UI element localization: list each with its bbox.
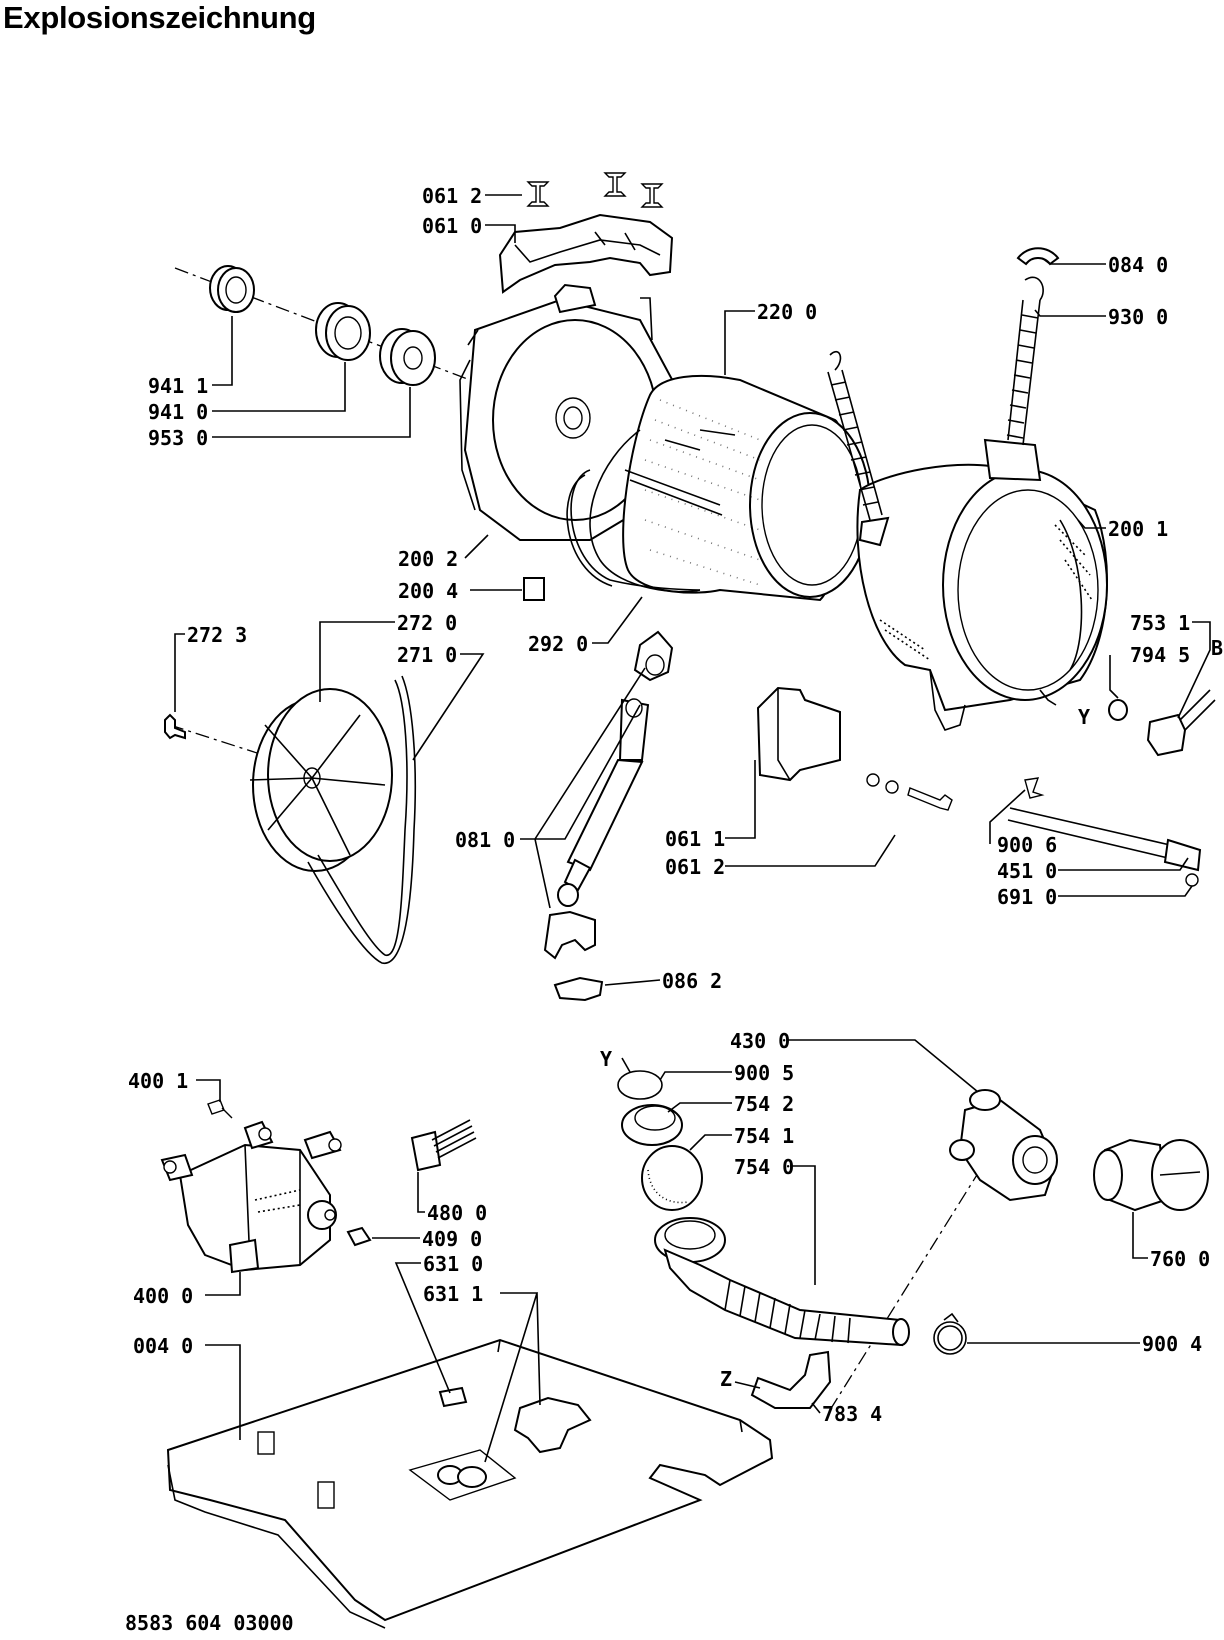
drain-hose-754-0 xyxy=(654,1217,910,1347)
pin-400-1 xyxy=(207,1099,233,1119)
callout-480-0: 480 0 xyxy=(427,1201,487,1225)
callout-Y-lower: Y xyxy=(600,1047,612,1071)
clamp-900-4 xyxy=(933,1312,967,1355)
shock-absorber xyxy=(557,630,674,907)
callout-084-0: 084 0 xyxy=(1108,253,1168,277)
filter-760-0 xyxy=(1093,1138,1209,1212)
spring-930-0-left xyxy=(827,350,890,547)
spring-930-0-right xyxy=(1006,276,1044,446)
clip-086-2 xyxy=(553,976,604,1002)
callout-271-0: 271 0 xyxy=(397,643,457,667)
part-794-5 xyxy=(1108,699,1128,721)
wire-harness-480-0 xyxy=(410,1119,477,1172)
leader-lines xyxy=(174,194,1211,1463)
heater-element xyxy=(1007,807,1202,872)
seal-953-0 xyxy=(379,328,436,386)
hook-084-0 xyxy=(1016,247,1060,266)
clip-200-4 xyxy=(523,577,545,601)
callout-794-5: 794 5 xyxy=(1130,643,1190,667)
part-631-1 xyxy=(513,1396,592,1454)
part-631-0 xyxy=(438,1386,468,1408)
document-number: 8583 604 03000 xyxy=(125,1611,294,1635)
shock-absorber-bracket xyxy=(543,910,596,960)
callout-900-4: 900 4 xyxy=(1142,1332,1202,1356)
callout-004-0: 004 0 xyxy=(133,1334,193,1358)
clamp-900-6 xyxy=(1024,777,1045,799)
callout-783-4: 783 4 xyxy=(822,1402,882,1426)
hose-783-4 xyxy=(750,1350,832,1409)
pump-axis-line xyxy=(829,1129,1006,1411)
ntc-sensor xyxy=(1185,873,1199,887)
callout-941-1: 941 1 xyxy=(148,374,208,398)
callout-400-0: 400 0 xyxy=(133,1284,193,1308)
callout-272-0: 272 0 xyxy=(397,611,457,635)
counterweight-top xyxy=(498,213,674,294)
callout-061-2-side: 061 2 xyxy=(665,855,725,879)
callout-430-0: 430 0 xyxy=(730,1029,790,1053)
tub-seal-ring xyxy=(566,469,701,591)
counterweight-side xyxy=(756,686,841,782)
callout-754-0: 754 0 xyxy=(734,1155,794,1179)
callout-451-0: 451 0 xyxy=(997,859,1057,883)
bearing-941-1 xyxy=(209,265,255,313)
callout-200-2: 200 2 xyxy=(398,547,458,571)
callout-061-1: 061 1 xyxy=(665,827,725,851)
drive-belt xyxy=(307,675,417,964)
callout-272-3: 272 3 xyxy=(187,623,247,647)
part-754-2 xyxy=(621,1104,683,1146)
pressure-switch-bracket xyxy=(1146,689,1216,757)
callout-760-0: 760 0 xyxy=(1150,1247,1210,1271)
callout-754-2: 754 2 xyxy=(734,1092,794,1116)
callout-400-1: 400 1 xyxy=(128,1069,188,1093)
callout-Z: Z xyxy=(720,1367,732,1391)
callout-900-5: 900 5 xyxy=(734,1061,794,1085)
callout-753-1: 753 1 xyxy=(1130,611,1190,635)
pulley xyxy=(249,688,393,872)
callout-941-0: 941 0 xyxy=(148,400,208,424)
callout-409-0: 409 0 xyxy=(422,1227,482,1251)
callout-631-0: 631 0 xyxy=(423,1252,483,1276)
callout-292-0: 292 0 xyxy=(528,632,588,656)
callout-081-0: 081 0 xyxy=(455,828,515,852)
pulley-axis-line xyxy=(169,724,311,771)
screw-272-3 xyxy=(164,713,186,740)
callout-220-0: 220 0 xyxy=(757,300,817,324)
page-title: Explosionszeichnung xyxy=(3,0,316,35)
drain-pump xyxy=(949,1089,1058,1202)
bolts-top xyxy=(526,172,664,208)
callout-754-1: 754 1 xyxy=(734,1124,794,1148)
callout-631-1: 631 1 xyxy=(423,1282,483,1306)
ring-900-5 xyxy=(617,1070,663,1100)
callout-930-0: 930 0 xyxy=(1108,305,1168,329)
callout-691-0: 691 0 xyxy=(997,885,1057,909)
callout-200-1: 200 1 xyxy=(1108,517,1168,541)
callout-Y-upper: Y xyxy=(1078,705,1090,729)
front-tub-half xyxy=(856,438,1108,731)
callout-labels: 061 2 061 0 084 0 220 0 930 0 941 1 941 … xyxy=(125,184,1223,1635)
callout-061-0: 061 0 xyxy=(422,214,482,238)
bearing-941-0 xyxy=(315,302,371,361)
bolt-set-061-2 xyxy=(866,773,953,811)
base-plate xyxy=(166,1338,774,1629)
callout-061-2-top: 061 2 xyxy=(422,184,482,208)
callout-200-4: 200 4 xyxy=(398,579,458,603)
drum-perforation xyxy=(644,399,761,586)
connector-409-0 xyxy=(346,1226,372,1247)
rear-tub-half xyxy=(459,283,677,541)
motor xyxy=(160,1120,342,1274)
callout-900-6: 900 6 xyxy=(997,833,1057,857)
callout-953-0: 953 0 xyxy=(148,426,208,450)
ball-754-1 xyxy=(641,1145,703,1211)
drum xyxy=(589,374,871,602)
callout-086-2: 086 2 xyxy=(662,969,722,993)
callout-B: B xyxy=(1211,636,1223,660)
